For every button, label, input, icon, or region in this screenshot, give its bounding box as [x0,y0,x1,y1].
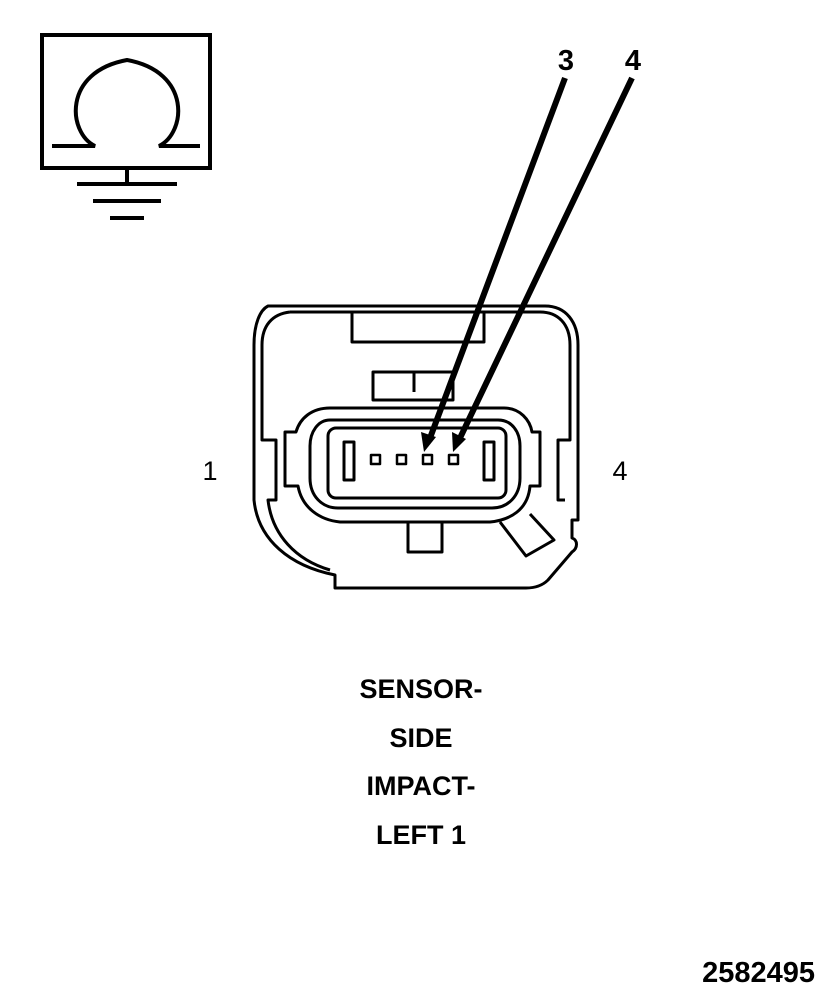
caption-line-2: SIDE [389,723,452,753]
four-pin-connector-icon [252,304,580,590]
pin-label-left: 1 [202,456,217,486]
figure-number: 2582495 [702,957,815,989]
leader-label-pin-3: 3 [558,45,574,77]
pin-label-right: 4 [612,456,627,486]
ohmmeter-ground-icon [40,33,212,220]
leader-label-pin-4: 4 [625,45,641,77]
pin-leader-lines [421,76,635,452]
caption-line-4: LEFT 1 [376,820,466,850]
caption-line-3: IMPACT- [367,771,476,801]
caption-line-1: SENSOR- [359,674,482,704]
